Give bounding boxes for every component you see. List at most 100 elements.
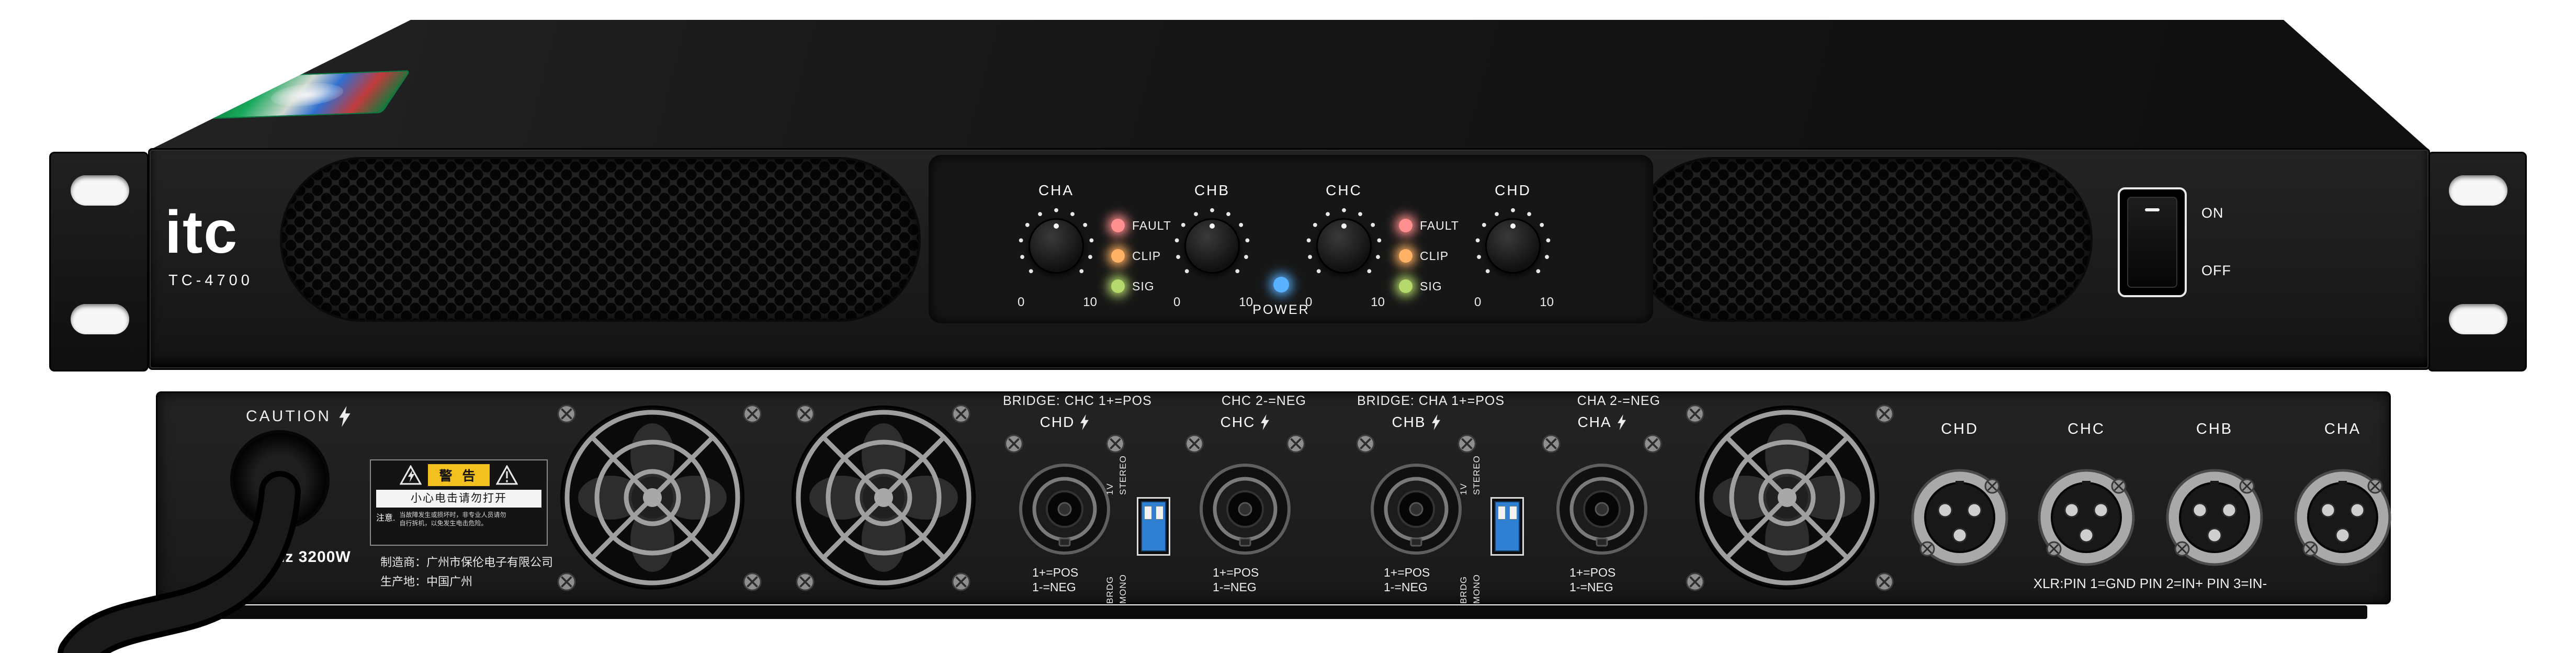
speakon-chc-label: CHC: [1198, 414, 1292, 431]
screw: [951, 404, 971, 424]
sig-label: SIG: [1420, 279, 1442, 293]
on-label: ON: [2201, 205, 2224, 221]
channel-label: CHB: [1194, 182, 1230, 198]
screw: [1874, 404, 1894, 424]
dip-lever[interactable]: [1509, 506, 1517, 520]
channel-label: CHA: [1038, 182, 1075, 198]
channel-a-gain-knob[interactable]: [1029, 218, 1084, 274]
mode-dip-switch-cd[interactable]: [1137, 497, 1170, 556]
rocker-mark: [2145, 208, 2160, 211]
lightning-icon: [1617, 414, 1626, 430]
knob-max-label: 10: [1540, 295, 1554, 309]
screw: [1685, 404, 1705, 424]
screw: [557, 572, 577, 592]
screw: [1541, 434, 1561, 454]
channel-b-gain-knob[interactable]: [1184, 218, 1240, 274]
screw: [1643, 434, 1663, 454]
led-indicators-cd: FAULT CLIP SIG: [1398, 210, 1459, 301]
channel-b-control: CHB 0 10: [1171, 182, 1253, 339]
lightning-icon: [338, 406, 351, 427]
mounting-slot: [2449, 175, 2507, 206]
knob-max-label: 10: [1371, 295, 1385, 309]
manufacturer-line2: 生产地：中国广州: [380, 575, 473, 588]
xlr-cha-label: CHA: [2324, 421, 2362, 437]
cooling-fan-1: [558, 403, 747, 592]
lightning-icon: [1431, 414, 1441, 430]
knob-pointer: [1510, 223, 1516, 229]
dip-lever[interactable]: [1497, 506, 1506, 520]
manufacturer-line1: 制造商：广州市保伦电子有限公司: [380, 556, 553, 569]
vent-grille-left: [280, 157, 921, 322]
power-label: POWER: [1252, 302, 1310, 317]
speakon-cha-label: CHA: [1555, 414, 1649, 431]
warning-subtitle: 小心电击请勿打开: [376, 490, 541, 508]
clip-label: CLIP: [1420, 249, 1449, 263]
screw: [1685, 572, 1705, 592]
cooling-fan-2: [789, 403, 978, 592]
screw: [1286, 434, 1306, 454]
dip-lever[interactable]: [1144, 506, 1152, 520]
clip-label: CLIP: [1132, 249, 1161, 263]
sig-label: SIG: [1132, 279, 1155, 293]
mode-dip-switch-ab[interactable]: [1490, 497, 1524, 556]
xlr-chd-label: CHD: [1941, 421, 1979, 437]
sig-led: [1110, 278, 1126, 294]
knob-pointer: [1054, 223, 1059, 229]
knob-pointer: [1210, 223, 1215, 229]
screw: [742, 404, 762, 424]
rear-bottom-rail: [180, 605, 2367, 619]
caution-label: CAUTION: [246, 408, 331, 425]
cord-grommet: [230, 430, 330, 530]
channel-label: CHD: [1495, 182, 1531, 198]
channel-c-control: CHC 0 10: [1303, 182, 1385, 339]
dip-lever[interactable]: [1155, 506, 1163, 520]
speakon-output-chd: [1018, 462, 1112, 556]
channel-a-control: CHA 0 10: [1015, 182, 1097, 339]
screw: [951, 572, 971, 592]
rack-ear-left: [49, 152, 149, 371]
channel-d-gain-knob[interactable]: [1485, 218, 1541, 274]
mounting-slot: [71, 304, 129, 334]
lightning-icon: [1080, 414, 1089, 430]
speakon-output-cha: [1555, 462, 1649, 556]
xlr-chb-label: CHB: [2196, 421, 2233, 437]
clip-led: [1398, 248, 1414, 264]
dip-body: [1141, 501, 1166, 551]
model-label: TC-4700: [168, 272, 253, 289]
channel-d-control: CHD 0 10: [1472, 182, 1554, 339]
xlr-input-chd: [1907, 465, 2012, 570]
speakon-chd-label: CHD: [1018, 414, 1112, 431]
knob-min-label: 0: [1305, 295, 1313, 309]
xlr-input-chb: [2162, 465, 2267, 570]
knob-max-label: 10: [1083, 295, 1097, 309]
led-indicators-ab: FAULT CLIP SIG: [1110, 210, 1171, 301]
dip-body: [1495, 501, 1520, 551]
warning-note: 当故障发生或损坏时，非专业人员请勿 自行拆机，以免发生电击危险。: [399, 511, 506, 527]
fault-led: [1110, 218, 1126, 233]
cooling-fan-3: [1693, 403, 1881, 592]
channel-c-gain-knob[interactable]: [1316, 218, 1372, 274]
lightning-icon: [1260, 414, 1270, 430]
rack-ear-right: [2427, 152, 2527, 371]
power-rating: 0Hz 3200W: [264, 548, 351, 566]
caution-block: CAUTION: [246, 406, 351, 427]
fault-label: FAULT: [1132, 218, 1171, 232]
off-label: OFF: [2201, 263, 2231, 278]
knob-pointer: [1341, 223, 1347, 229]
xlr-input-chc: [2034, 465, 2139, 570]
screw: [1004, 434, 1024, 454]
xlr-input-cha: [2290, 465, 2395, 570]
sig-led: [1398, 278, 1414, 294]
screw: [1355, 434, 1375, 454]
screw: [1874, 572, 1894, 592]
hologram-sticker: [203, 70, 411, 119]
power-switch[interactable]: [2118, 187, 2187, 297]
